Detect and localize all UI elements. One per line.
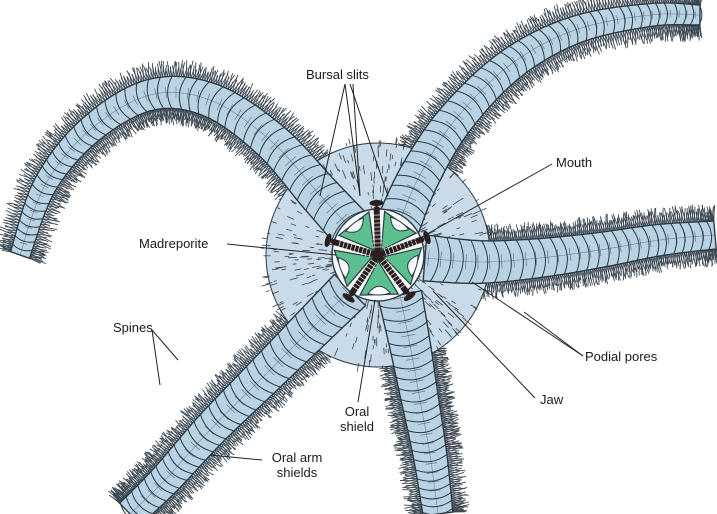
label-spines: Spines bbox=[113, 320, 153, 335]
label-mouth: Mouth bbox=[556, 155, 592, 170]
label-bursal-slits: Bursal slits bbox=[306, 67, 369, 82]
label-podial-pores: Podial pores bbox=[585, 349, 657, 364]
label-oral-shield: Oral shield bbox=[332, 404, 382, 434]
label-jaw: Jaw bbox=[540, 392, 563, 407]
label-madreporite: Madreporite bbox=[139, 236, 208, 251]
label-oral-arm-shields-line2: shields bbox=[262, 465, 332, 480]
label-oral-arm-shields: Oral arm shields bbox=[262, 450, 332, 480]
label-oral-shield-line2: shield bbox=[332, 419, 382, 434]
label-oral-shield-line1: Oral bbox=[332, 404, 382, 419]
leader-line bbox=[524, 312, 583, 356]
label-oral-arm-shields-line1: Oral arm bbox=[262, 450, 332, 465]
